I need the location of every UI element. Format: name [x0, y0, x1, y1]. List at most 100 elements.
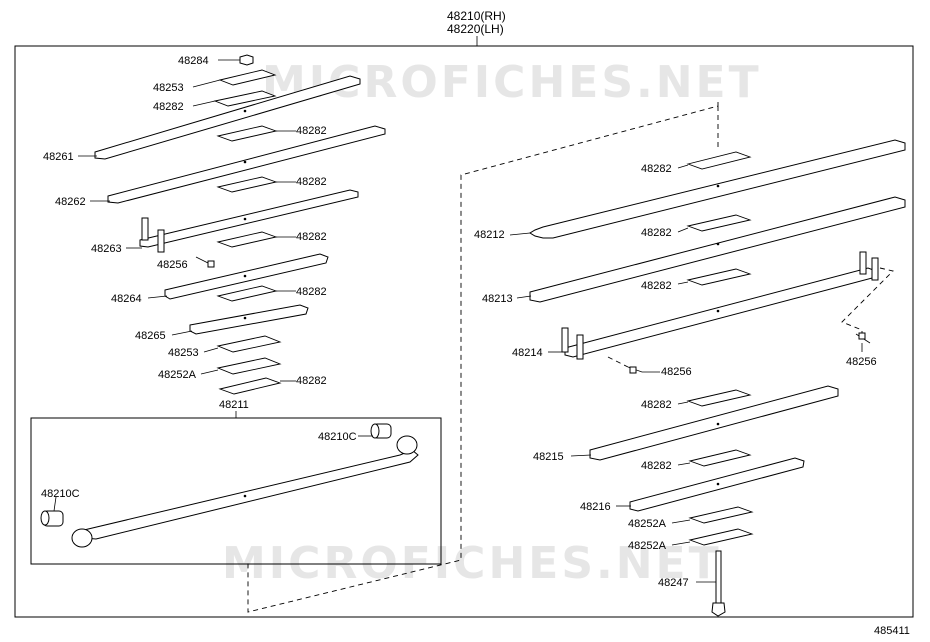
- label-48263: 48263: [91, 243, 122, 255]
- label-48213: 48213: [482, 293, 513, 305]
- leaf-48265: [189, 304, 309, 335]
- leader-48282-r2: [677, 227, 689, 233]
- label-48282-r1: 48282: [641, 163, 672, 175]
- center-bolt-48247-head: [711, 602, 726, 617]
- label-48261: 48261: [43, 151, 74, 163]
- leader-48264: [147, 295, 168, 299]
- leaf-48215-center-bolt: [716, 422, 720, 426]
- leaf-48261-center-bolt: [243, 109, 247, 113]
- assembly-number-rh: 48210(RH): [447, 9, 506, 23]
- leader-48252A-r1: [671, 519, 691, 524]
- leader-48252A-left: [200, 369, 219, 375]
- label-48256-left: 48256: [157, 259, 188, 271]
- bolt-48256-right-head: [858, 332, 866, 340]
- label-48216: 48216: [580, 501, 611, 513]
- bolt-48256-mid-path: [607, 356, 629, 368]
- pad-48282-f: [218, 377, 282, 395]
- pad-48252A-left: [216, 357, 282, 375]
- label-48252A-r1: 48252A: [628, 518, 667, 530]
- label-48282-c: 48282: [296, 176, 327, 188]
- label-48215: 48215: [533, 451, 564, 463]
- leaf-48264-center-bolt: [243, 274, 247, 278]
- assembly-number-lh: 48220(LH): [447, 22, 504, 36]
- pad-48253-bottom: [216, 335, 282, 353]
- pad-48252A-r2: [688, 528, 754, 546]
- main-frame: [14, 45, 914, 618]
- label-48282-r3: 48282: [641, 280, 672, 292]
- label-48247: 48247: [658, 577, 689, 589]
- label-48282-r4: 48282: [641, 399, 672, 411]
- pad-48282-d: [216, 231, 278, 248]
- label-48214: 48214: [512, 347, 543, 359]
- dashed-group-line-left: [247, 102, 719, 613]
- leaf-48212-center-bolt: [716, 184, 720, 188]
- leaf-48211-main: [83, 449, 419, 540]
- bushing-48210C-right: [370, 423, 392, 439]
- dashed-group-line-right: [841, 267, 894, 337]
- label-48210C-left: 48210C: [41, 488, 80, 500]
- label-48282-f: 48282: [296, 375, 327, 387]
- clip-48263-b: [157, 229, 165, 253]
- leaf-48213-center-bolt: [716, 242, 720, 246]
- leader-48210C-left: [53, 496, 57, 512]
- pad-48282-b: [216, 125, 278, 142]
- leader-48215: [570, 454, 592, 457]
- leader-48212: [509, 232, 531, 236]
- nut-48284: [239, 54, 254, 66]
- leaf-48211-center-bolt: [243, 494, 247, 498]
- leader-48253-bottom: [203, 347, 219, 353]
- pad-48282-r2: [686, 214, 752, 232]
- label-48252A-left: 48252A: [158, 369, 197, 381]
- sub-assembly-frame-48211: [30, 417, 442, 565]
- bushing-48210C-left: [40, 510, 64, 527]
- clip-48263-a: [141, 217, 149, 241]
- label-48253-bottom: 48253: [168, 347, 199, 359]
- leaf-48263: [139, 189, 359, 248]
- label-48282-r5: 48282: [641, 460, 672, 472]
- leader-48213: [516, 295, 532, 299]
- leader-48282-a: [192, 100, 216, 107]
- label-48256-right: 48256: [846, 356, 877, 368]
- label-48282-d: 48282: [296, 231, 327, 243]
- leader-48282-r1: [677, 164, 689, 169]
- leader-48252A-r2: [671, 541, 691, 546]
- leader-48282-r3: [677, 281, 689, 285]
- leader-48282-r5: [677, 462, 691, 466]
- leader-48253-top: [192, 79, 221, 88]
- label-48284: 48284: [178, 55, 209, 67]
- leaf-48262: [107, 125, 386, 204]
- leaf-48215: [589, 385, 839, 461]
- bolt-48256-left-head: [207, 260, 215, 268]
- pad-48282-e: [216, 285, 278, 302]
- label-48265: 48265: [135, 330, 166, 342]
- label-48252A-r2: 48252A: [628, 540, 667, 552]
- figure-number: 485411: [874, 625, 910, 637]
- leaf-48212: [529, 139, 906, 239]
- leader-48265: [171, 330, 193, 336]
- clip-48214-b: [576, 334, 584, 360]
- leaf-48214-center-bolt: [716, 309, 720, 313]
- label-48210C-right: 48210C: [318, 431, 357, 443]
- label-48253-top: 48253: [153, 82, 184, 94]
- center-bolt-48247-shank: [715, 550, 722, 604]
- leaf-48263-center-bolt: [243, 217, 247, 221]
- pad-48282-r4: [686, 389, 752, 407]
- pad-48282-c: [216, 176, 278, 193]
- leader-48282-r4: [677, 401, 689, 405]
- label-48282-a: 48282: [153, 101, 184, 113]
- leaf-48265-center-bolt: [243, 316, 247, 320]
- clip-48214-a: [561, 327, 569, 353]
- pad-48252A-r1: [688, 506, 754, 524]
- pad-48282-r1: [686, 151, 752, 170]
- label-48212: 48212: [474, 229, 505, 241]
- label-48264: 48264: [111, 293, 142, 305]
- leaf-48261: [94, 75, 361, 160]
- pad-48282-r3: [686, 268, 752, 286]
- leaf-48216-center-bolt: [716, 482, 720, 486]
- bolt-48256-mid-head: [629, 366, 637, 374]
- label-48282-e: 48282: [296, 286, 327, 298]
- leaf-48213: [529, 196, 906, 303]
- label-48282-r2: 48282: [641, 227, 672, 239]
- eye-48211-front: [396, 435, 418, 455]
